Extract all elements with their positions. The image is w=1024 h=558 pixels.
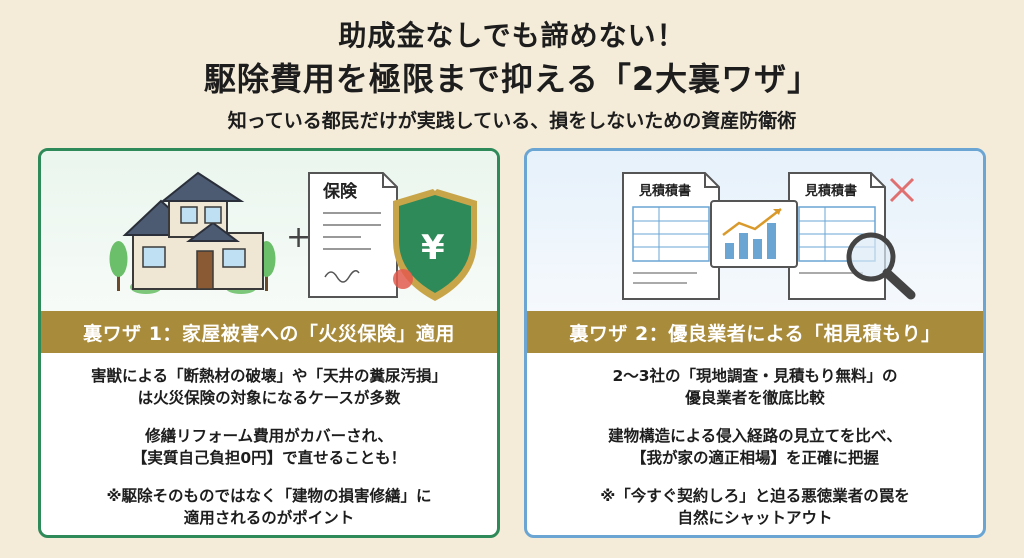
title-line-2: 駆除費用を極限まで抑える「2大裏ワザ」 [203, 60, 821, 98]
estimate-label: 見積積書 [638, 183, 691, 199]
estimate-label: 見積積書 [804, 183, 857, 199]
paragraph: 2〜3社の「現地調査・見積もり無料」の 優良業者を徹底比較 [527, 365, 983, 409]
subtitle: 知っている都民だけが実践している、損をしないための資産防衛術 [227, 110, 797, 132]
yen-symbol: ¥ [421, 228, 445, 268]
trick-1-body: 害獣による「断熱材の破壊」や「天井の糞尿汚損」 は火災保険の対象になるケースが多… [41, 353, 497, 535]
text-line: 建物構造による侵入経路の見立てを比べ、 [608, 427, 902, 445]
text-line: 【我が家の適正相場】を正確に把握 [630, 449, 879, 467]
house-icon [122, 171, 264, 290]
cross-icon [889, 177, 915, 203]
paragraph: ※駆除そのものではなく「建物の損害修繕」に 適用されるのがポイント [41, 485, 497, 529]
bar-chart-icon [710, 200, 798, 268]
paragraph: 建物構造による侵入経路の見立てを比べ、 【我が家の適正相場】を正確に把握 [527, 425, 983, 469]
estimate-document-icon: 見積積書 [622, 172, 720, 300]
text-line: 害獣による「断熱材の破壊」や「天井の糞尿汚損」 [90, 367, 448, 385]
trick-2-body: 2〜3社の「現地調査・見積もり無料」の 優良業者を徹底比較 建物構造による侵入経… [527, 353, 983, 535]
magnifier-icon [846, 232, 916, 300]
text-line: 適用されるのがポイント [183, 509, 355, 527]
panel-comparative-quotes: 見積積書 見積積書 [524, 148, 986, 538]
plus-icon: + [286, 220, 311, 255]
text-line: 修繕リフォーム費用がカバーされ、 [145, 427, 393, 445]
text-line: 自然にシャットアウト [677, 509, 833, 527]
paragraph: 修繕リフォーム費用がカバーされ、 【実質自己負担0円】で直せることも！ [41, 425, 497, 469]
text-line: 2〜3社の「現地調査・見積もり無料」の [612, 367, 898, 385]
tree-icon [109, 241, 128, 291]
insurance-document-icon: 保険 [308, 172, 398, 298]
paragraph: 害獣による「断熱材の破壊」や「天井の糞尿汚損」 は火災保険の対象になるケースが多… [41, 365, 497, 409]
text-line: ※「今すぐ契約しろ」と迫る悪徳業者の罠を [600, 487, 910, 505]
text-line: 優良業者を徹底比較 [685, 389, 825, 407]
shield-yen-icon: ¥ [393, 189, 477, 301]
trick-1-heading: 裏ワザ 1：家屋被害への「火災保険」適用 [41, 311, 497, 353]
text-line: ※駆除そのものではなく「建物の損害修繕」に [106, 487, 432, 505]
paragraph: ※「今すぐ契約しろ」と迫る悪徳業者の罠を 自然にシャットアウト [527, 485, 983, 529]
illustration-quotes: 見積積書 見積積書 [527, 151, 983, 311]
title-line-1: 助成金なしでも諦めない！ [338, 19, 686, 52]
text-line: は火災保険の対象になるケースが多数 [137, 389, 401, 407]
text-line: 【実質自己負担0円】で直せることも！ [131, 449, 407, 467]
insurance-label: 保険 [322, 181, 358, 202]
trick-2-heading: 裏ワザ 2：優良業者による「相見積もり」 [527, 311, 983, 353]
illustration-house-insurance: + 保険 ¥ [41, 151, 497, 311]
panel-fire-insurance: + 保険 ¥ 裏ワザ 1：家屋被害への「火災保険」適用 [38, 148, 500, 538]
